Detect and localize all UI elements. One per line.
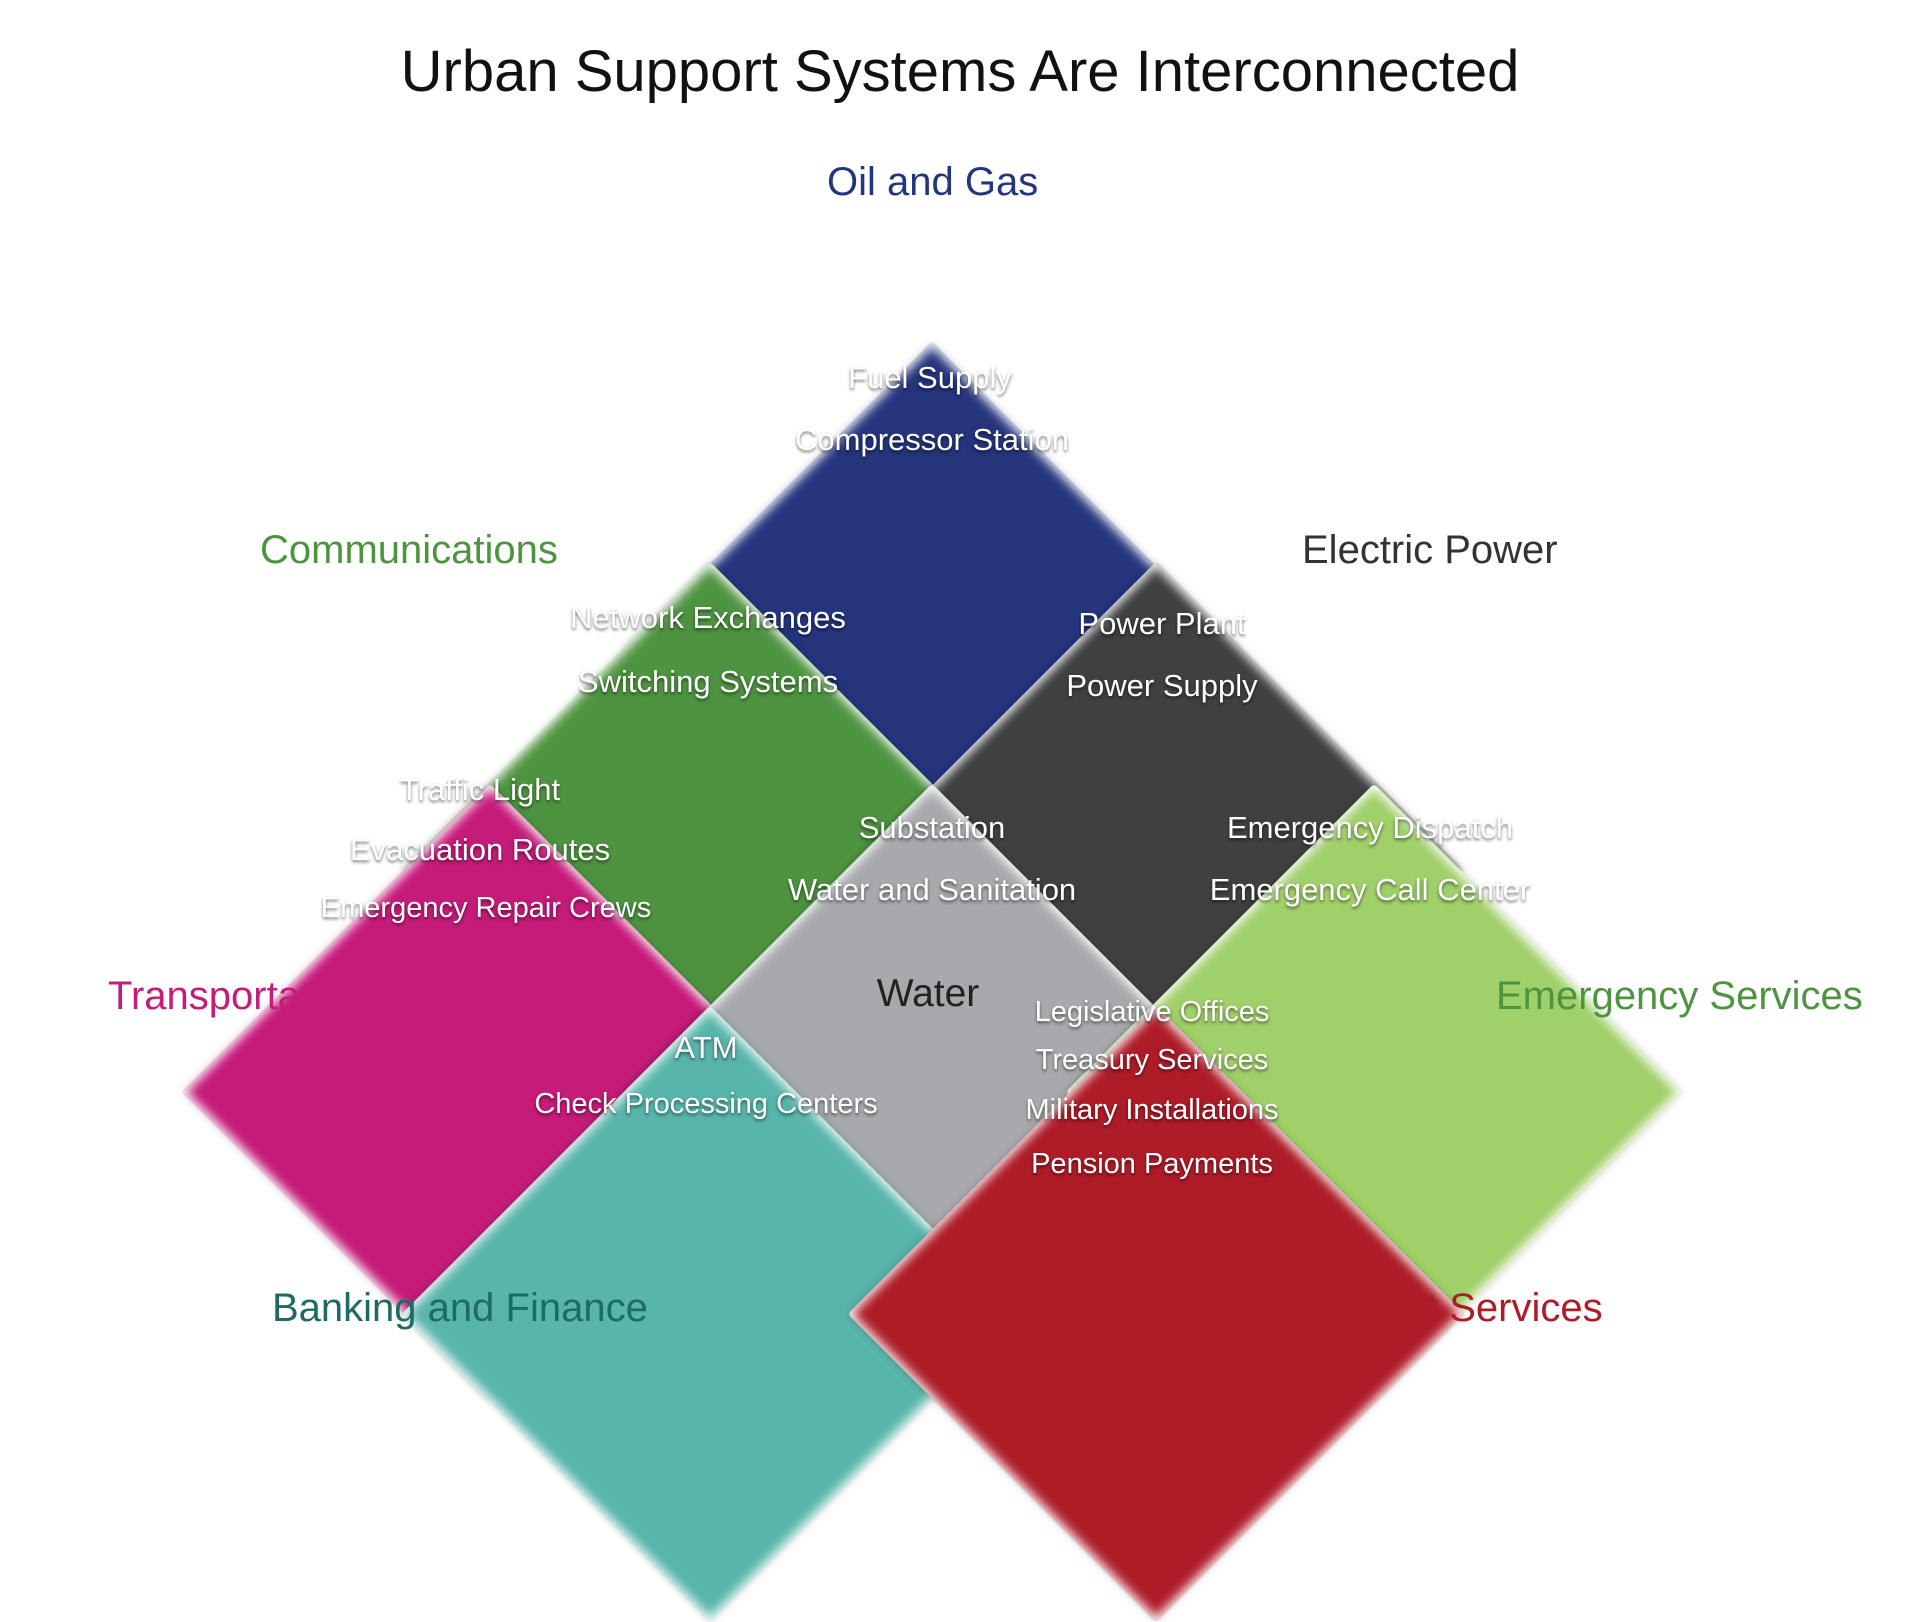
emergency-services-item: Emergency Dispatch — [1226, 810, 1514, 845]
electric-power-item: Power Plant — [1078, 606, 1246, 641]
emergency-services-label: Emergency Services — [1496, 974, 1863, 1018]
oil-gas-item: Fuel Supply — [848, 360, 1012, 395]
government-services-label: Government Services — [1218, 1286, 1603, 1330]
banking-finance-item: ATM — [674, 1030, 738, 1065]
banking-finance-label: Banking and Finance — [272, 1286, 648, 1330]
electric-power-label: Electric Power — [1302, 528, 1558, 572]
communications-item: Switching Systems — [577, 664, 839, 699]
water-label: Water — [876, 972, 980, 1015]
emergency-services-item: Emergency Call Center — [1209, 872, 1531, 907]
diagram-title: Urban Support Systems Are Interconnected — [400, 39, 1520, 104]
government-services-item: Legislative Offices — [1034, 996, 1270, 1028]
water-item: Water and Sanitation — [787, 872, 1077, 907]
government-services-item: Military Installations — [1025, 1094, 1279, 1126]
electric-power-item: Power Supply — [1066, 668, 1258, 703]
government-services-item: Treasury Services — [1035, 1044, 1269, 1076]
banking-finance-item: Check Processing Centers — [534, 1088, 878, 1120]
transportation-item: Traffic Light — [399, 772, 561, 807]
oil-gas-label: Oil and Gas — [827, 160, 1039, 204]
transportation-label: Transportation — [108, 974, 365, 1018]
communications-label: Communications — [260, 528, 558, 572]
water-item: Substation — [858, 810, 1006, 845]
oil-gas-item: Compressor Station — [795, 422, 1069, 457]
government-services-item: Pension Payments — [1031, 1148, 1273, 1180]
transportation-item: Evacuation Routes — [349, 832, 611, 867]
communications-item: Network Exchanges — [570, 600, 846, 635]
transportation-item: Emergency Repair Crews — [320, 892, 652, 924]
